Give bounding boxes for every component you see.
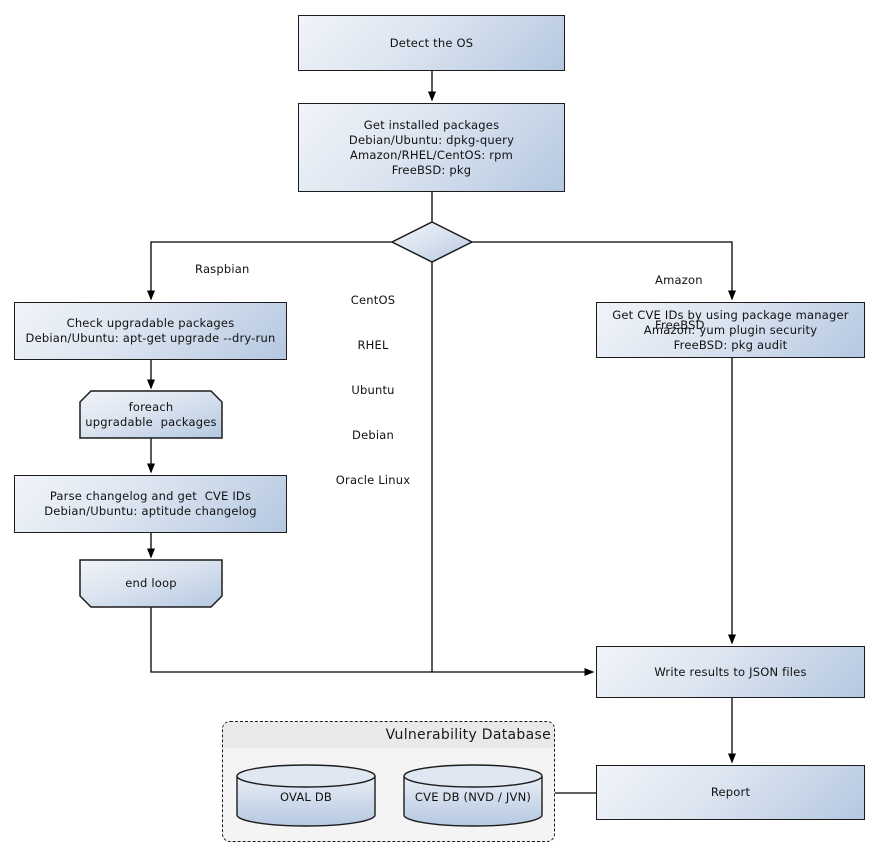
- node-check-upgradable: Check upgradable packages Debian/Ubuntu:…: [14, 302, 287, 360]
- edge-label-middle-os: CentOS RHEL Ubuntu Debian Oracle Linux: [335, 293, 411, 487]
- edge-label-raspbian: Raspbian: [195, 262, 250, 276]
- node-foreach-label: foreach upgradable packages: [85, 399, 217, 429]
- edge-decision-right-branch: [471, 241, 736, 301]
- node-parse-changelog: Parse changelog and get CVE IDs Debian/U…: [14, 475, 287, 533]
- oval-db-label: OVAL DB: [279, 789, 333, 804]
- vulnerability-database-header: Vulnerability Database: [223, 722, 554, 748]
- vulnerability-database-title: Vulnerability Database: [385, 727, 551, 743]
- edge-endloop-to-writejson: [150, 607, 595, 676]
- vulnerability-database-container: Vulnerability Database: [222, 721, 555, 842]
- node-get-cve-package-manager: Get CVE IDs by using package manager Ama…: [596, 302, 865, 358]
- node-report: Report: [596, 765, 865, 820]
- node-detect-os: Detect the OS: [298, 15, 565, 71]
- node-detect-os-label: Detect the OS: [389, 35, 474, 50]
- node-write-json: Write results to JSON files: [596, 646, 865, 698]
- decision-diamond: [390, 221, 474, 263]
- end-loop-shape: [79, 559, 223, 608]
- cve-db-label: CVE DB (NVD / JVN): [414, 789, 532, 804]
- node-end-loop-label: end loop: [125, 576, 177, 590]
- foreach-loop-shape: [79, 390, 223, 439]
- edge-label-right-os: Amazon FreeBSD: [655, 273, 705, 332]
- edge-decision-left-branch: [147, 241, 393, 301]
- node-get-installed-packages: Get installed packages Debian/Ubuntu: dp…: [298, 103, 565, 192]
